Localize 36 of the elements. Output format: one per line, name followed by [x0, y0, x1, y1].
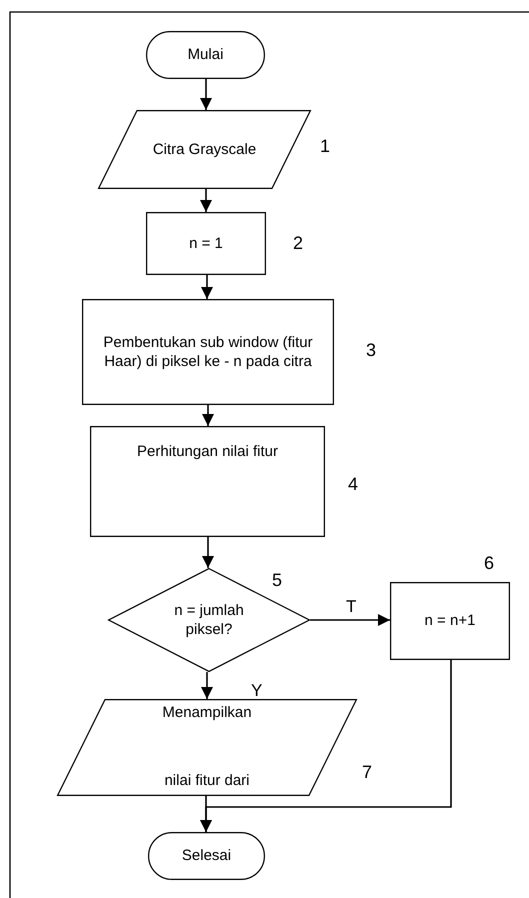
node-text: Selesai — [182, 846, 232, 866]
step-number: 5 — [272, 570, 282, 591]
step-number: 1 — [320, 136, 330, 157]
arrow — [200, 660, 452, 832]
step-number: 2 — [293, 233, 304, 254]
arrow — [201, 672, 213, 699]
node-text: Perhitungan nilai fitur — [137, 442, 278, 462]
arrow — [200, 79, 212, 110]
node-text: n = 1 — [189, 234, 223, 254]
step-number: 6 — [484, 553, 494, 574]
input-output-parallelogram — [98, 110, 311, 189]
terminal-shape — [148, 832, 265, 880]
node-text: n = n+1 — [424, 611, 476, 631]
node-text: Mulai — [188, 45, 224, 65]
input-output-parallelogram — [57, 699, 357, 796]
arrow — [310, 614, 390, 626]
edge-label: T — [345, 598, 358, 615]
node-text: Citra Grayscale — [152, 140, 256, 160]
step-number: 7 — [362, 762, 372, 783]
process-box — [146, 212, 266, 275]
node-text: n = jumlah piksel? — [173, 600, 245, 640]
arrow — [202, 537, 214, 568]
process-box — [390, 582, 510, 660]
node-text: Pembentukan sub window (fitur Haar) di piksel ke - n pada citra — [102, 332, 314, 372]
process-box — [82, 299, 334, 405]
terminal-shape — [146, 31, 265, 79]
process-box — [90, 426, 325, 537]
node-text: Menampilkan — [162, 703, 252, 722]
edge-label: Y — [250, 682, 264, 699]
step-number: 4 — [348, 474, 358, 495]
decision-diamond — [108, 568, 310, 672]
arrow — [201, 275, 213, 299]
arrow — [202, 405, 214, 426]
step-number: 3 — [366, 340, 376, 361]
arrow — [200, 189, 212, 212]
node-text: nilai fitur dari — [164, 770, 250, 790]
